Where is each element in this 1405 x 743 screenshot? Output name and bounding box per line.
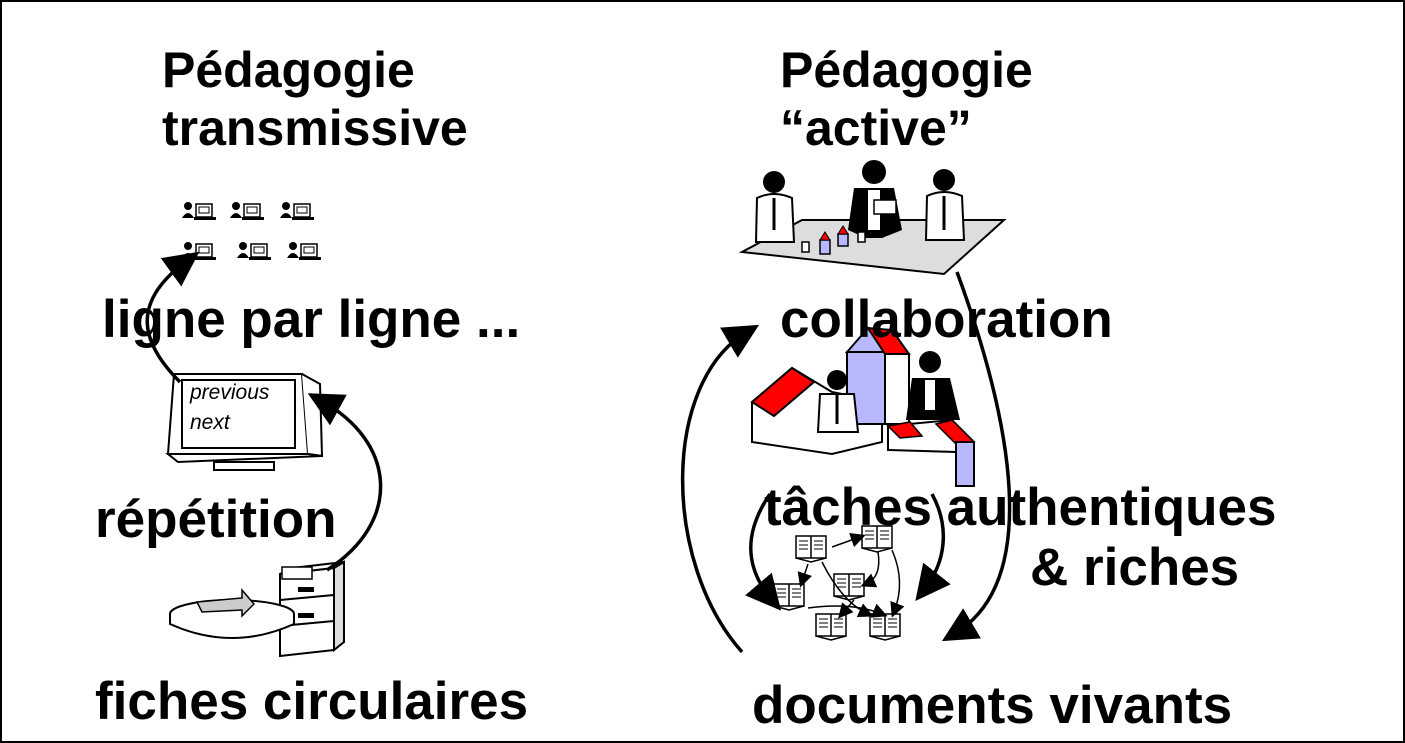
arrow-collaboration-to-documents	[941, 271, 1012, 642]
model-house-icon	[750, 326, 976, 487]
left-title-line1: Pédagogie	[162, 42, 415, 98]
meeting-table-icon	[738, 160, 1007, 276]
arrow-taches-to-documents-right	[915, 493, 951, 602]
arrow-cabinet-to-monitor	[307, 393, 383, 572]
right-title-line1: Pédagogie	[780, 42, 1033, 98]
caption-line-by-line: ligne par ligne ...	[102, 290, 521, 349]
caption-taches-line2: & riches	[1030, 538, 1240, 597]
documents-network-icon	[773, 525, 905, 641]
caption-documents-vivants: documents vivants	[752, 676, 1233, 735]
caption-fiches-circulaires: fiches circulaires	[95, 672, 529, 731]
computer-monitor-icon	[165, 373, 324, 471]
classroom-icon	[182, 202, 321, 260]
right-title-line2: “active”	[780, 100, 972, 156]
cycle-arrow-icon	[169, 587, 295, 639]
left-title-line2: transmissive	[162, 100, 468, 156]
arrow-taches-to-documents-left	[745, 493, 782, 611]
caption-collaboration: collaboration	[780, 290, 1113, 349]
caption-taches-line1: tâches authentiques	[764, 478, 1277, 537]
filing-cabinet-icon	[279, 560, 345, 658]
screen-previous-label: previous	[190, 381, 270, 404]
arrow-monitor-to-classroom	[145, 251, 200, 384]
caption-repetition: répétition	[95, 490, 337, 549]
screen-next-label: next	[190, 411, 230, 434]
arrow-documents-to-collaboration	[680, 324, 760, 654]
